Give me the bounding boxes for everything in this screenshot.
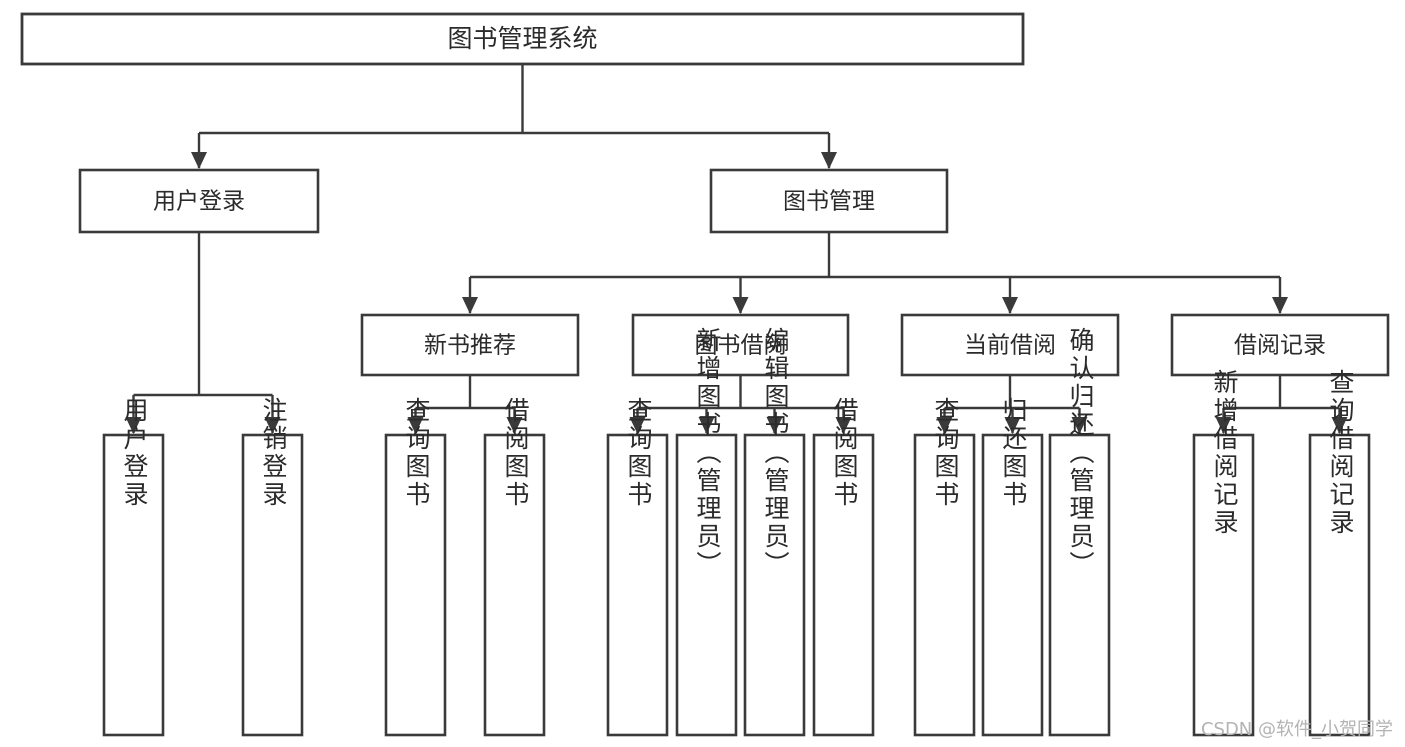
arrow-head-icon bbox=[407, 417, 424, 434]
node-box bbox=[981, 433, 1044, 737]
node-label: 新增图书（管理员） bbox=[693, 327, 722, 579]
node-box bbox=[606, 433, 669, 737]
node-box bbox=[102, 433, 165, 737]
node-label: 新增借阅记录 bbox=[1210, 369, 1239, 537]
node-box bbox=[1048, 433, 1111, 737]
node-label: 当前借阅 bbox=[964, 333, 1056, 359]
node-label: 借阅记录 bbox=[1234, 333, 1326, 359]
arrow-head-icon bbox=[936, 417, 953, 434]
node-leaf-确认归还（管理员）[interactable]: 确认归还（管理员） bbox=[1048, 327, 1111, 737]
node-box bbox=[675, 433, 738, 737]
arrow-head-icon bbox=[506, 417, 523, 434]
node-box bbox=[360, 313, 580, 377]
node-box bbox=[913, 433, 976, 737]
arrow-head-icon bbox=[835, 417, 852, 434]
node-l3-图书借阅[interactable]: 图书借阅 bbox=[631, 313, 850, 377]
node-leaf-编辑图书（管理员）[interactable]: 编辑图书（管理员） bbox=[743, 327, 806, 737]
node-box bbox=[78, 168, 320, 234]
node-label: 查询图书 bbox=[931, 397, 960, 509]
node-label: 用户登录 bbox=[120, 397, 149, 509]
node-box bbox=[1192, 433, 1255, 737]
node-l3-新书推荐[interactable]: 新书推荐 bbox=[360, 313, 580, 377]
node-l3-借阅记录[interactable]: 借阅记录 bbox=[1170, 313, 1390, 377]
node-label: 图书管理 bbox=[783, 189, 875, 215]
node-leaf-用户登录[interactable]: 用户登录 bbox=[102, 397, 165, 737]
arrow-head-icon bbox=[1071, 417, 1088, 434]
node-label: 注销登录 bbox=[259, 397, 288, 509]
arrow-head-icon bbox=[125, 417, 142, 434]
node-box bbox=[743, 433, 806, 737]
node-box bbox=[709, 168, 949, 234]
node-leaf-查询图书[interactable]: 查询图书 bbox=[606, 397, 669, 737]
node-label: 查询图书 bbox=[402, 397, 431, 509]
node-l3-当前借阅[interactable]: 当前借阅 bbox=[900, 313, 1120, 377]
node-box bbox=[384, 433, 447, 737]
node-box bbox=[1308, 433, 1371, 737]
node-label: 归还图书 bbox=[999, 397, 1028, 509]
arrow-head-icon bbox=[732, 297, 749, 314]
node-label: 确认归还（管理员） bbox=[1066, 327, 1095, 579]
node-leaf-新增图书（管理员）[interactable]: 新增图书（管理员） bbox=[675, 327, 738, 737]
arrow-head-icon bbox=[698, 417, 715, 434]
arrow-head-icon bbox=[264, 417, 281, 434]
node-label: 图书管理系统 bbox=[447, 24, 597, 53]
node-label: 借阅图书 bbox=[830, 397, 859, 509]
arrow-head-icon bbox=[191, 152, 207, 169]
node-leaf-借阅图书[interactable]: 借阅图书 bbox=[812, 397, 875, 737]
node-leaf-归还图书[interactable]: 归还图书 bbox=[981, 397, 1044, 737]
node-leaf-借阅图书[interactable]: 借阅图书 bbox=[483, 397, 546, 737]
node-label: 查询借阅记录 bbox=[1326, 369, 1355, 537]
arrow-head-icon bbox=[766, 417, 783, 434]
arrow-head-icon bbox=[1215, 417, 1232, 434]
node-leaf-查询图书[interactable]: 查询图书 bbox=[913, 397, 976, 737]
node-leaf-查询借阅记录[interactable]: 查询借阅记录 bbox=[1308, 369, 1371, 737]
arrow-head-icon bbox=[1002, 297, 1018, 314]
node-leaf-注销登录[interactable]: 注销登录 bbox=[241, 397, 304, 737]
node-box bbox=[20, 12, 1025, 66]
node-leaf-查询图书[interactable]: 查询图书 bbox=[384, 397, 447, 737]
node-l2-图书管理[interactable]: 图书管理 bbox=[709, 168, 949, 234]
arrow-head-icon bbox=[629, 417, 646, 434]
node-l2-用户登录[interactable]: 用户登录 bbox=[78, 168, 320, 234]
node-root-图书管理系统[interactable]: 图书管理系统 bbox=[20, 12, 1025, 66]
node-box bbox=[812, 433, 875, 737]
arrow-head-icon bbox=[821, 152, 837, 169]
node-label: 查询图书 bbox=[624, 397, 653, 509]
node-box bbox=[241, 433, 304, 737]
node-box bbox=[900, 313, 1120, 377]
node-box bbox=[483, 433, 546, 737]
connections-layer bbox=[125, 64, 1348, 434]
node-label: 新书推荐 bbox=[424, 333, 516, 359]
node-box bbox=[1170, 313, 1390, 377]
node-label: 图书借阅 bbox=[695, 333, 787, 359]
arrow-head-icon bbox=[1004, 417, 1021, 434]
node-label: 用户登录 bbox=[153, 189, 245, 215]
arrow-head-icon bbox=[1272, 297, 1288, 314]
arrow-head-icon bbox=[1331, 417, 1348, 434]
arrow-head-icon bbox=[462, 297, 478, 314]
node-label: 编辑图书（管理员） bbox=[761, 327, 790, 579]
nodes-layer: 图书管理系统用户登录图书管理新书推荐图书借阅当前借阅借阅记录用户登录注销登录查询… bbox=[20, 12, 1390, 737]
node-leaf-新增借阅记录[interactable]: 新增借阅记录 bbox=[1192, 369, 1255, 737]
node-label: 借阅图书 bbox=[501, 397, 530, 509]
node-box bbox=[631, 313, 850, 377]
